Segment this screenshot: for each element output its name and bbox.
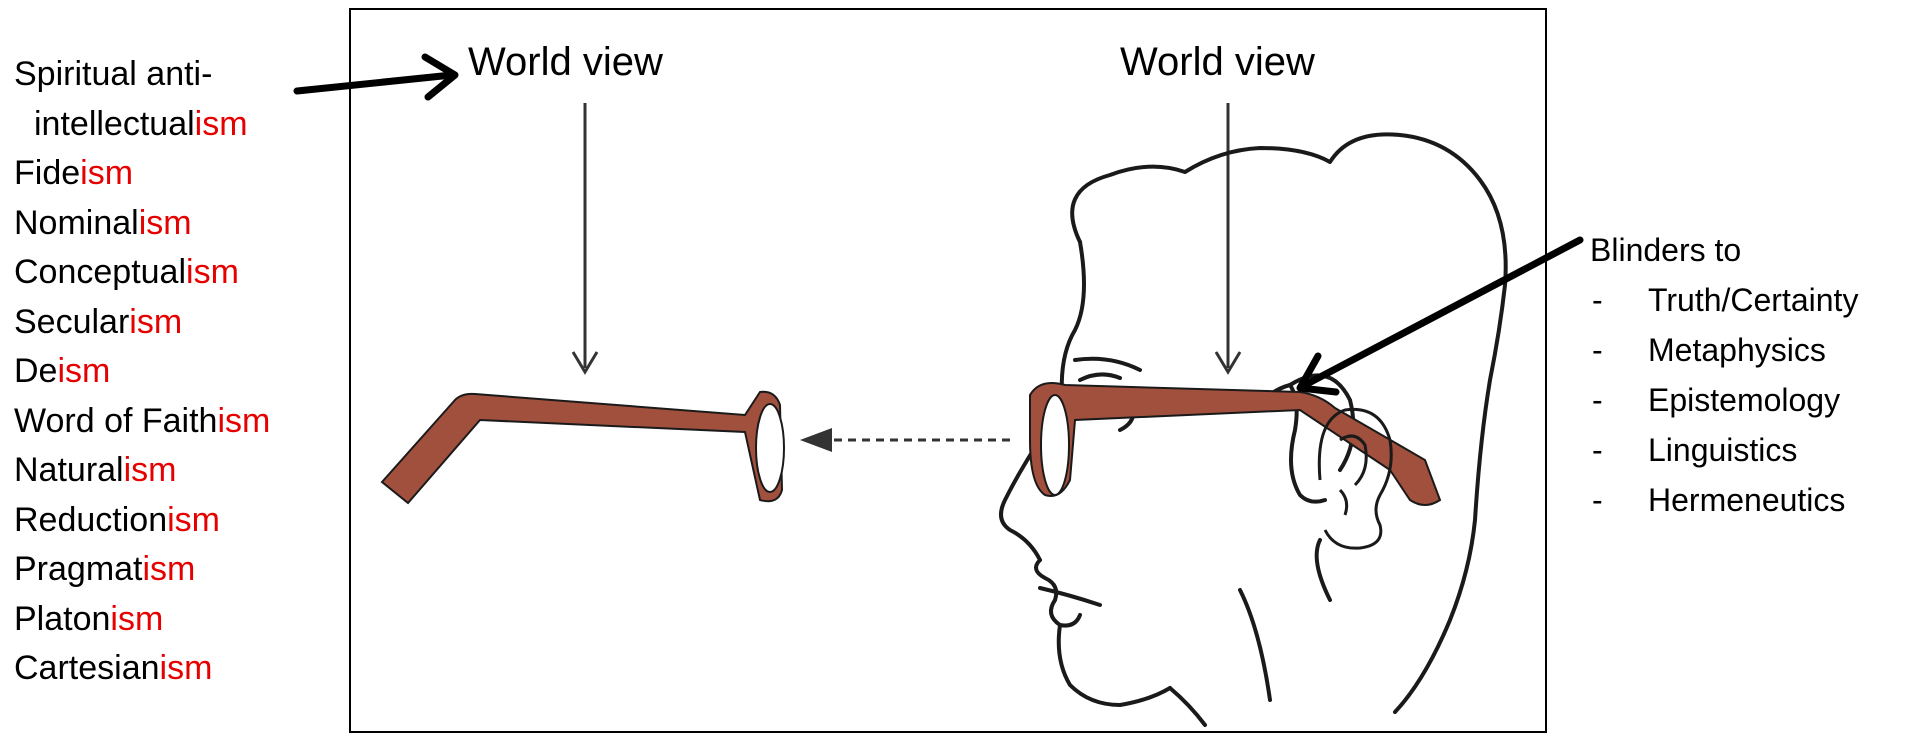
list-item: Fideism xyxy=(14,149,324,199)
list-item: -Metaphysics xyxy=(1590,325,1858,375)
pointer-arrow-to-glasses xyxy=(1300,240,1580,392)
list-item: -Truth/Certainty xyxy=(1590,275,1858,325)
blinders-list: Blinders to -Truth/Certainty -Metaphysic… xyxy=(1590,225,1858,525)
list-item: Deism xyxy=(14,347,324,397)
glasses-worn xyxy=(1030,383,1440,505)
list-item: Nominalism xyxy=(14,199,324,249)
list-item: -Linguistics xyxy=(1590,425,1858,475)
worldview-left-down-arrow xyxy=(573,103,597,372)
list-item: Naturalism xyxy=(14,446,324,496)
list-item: Platonism xyxy=(14,595,324,645)
worldview-right-down-arrow xyxy=(1216,103,1240,372)
worldview-label-left: World view xyxy=(468,42,663,82)
glasses-removed xyxy=(382,392,784,503)
list-item: Conceptualism xyxy=(14,248,324,298)
list-item: Word of Faithism xyxy=(14,397,324,447)
list-item: Spiritual anti- xyxy=(14,50,324,100)
head-profile-outline xyxy=(1001,134,1506,725)
dashed-arrow-glasses-removed xyxy=(800,428,1010,452)
list-item: Cartesianism xyxy=(14,644,324,694)
blinders-heading: Blinders to xyxy=(1590,225,1858,275)
list-item: Reductionism xyxy=(14,496,324,546)
list-item: -Hermeneutics xyxy=(1590,475,1858,525)
worldview-label-right: World view xyxy=(1120,42,1315,82)
isms-list: Spiritual anti- intellectualism Fideism … xyxy=(14,50,324,694)
list-item: Secularism xyxy=(14,298,324,348)
list-item: Pragmatism xyxy=(14,545,324,595)
list-item: -Epistemology xyxy=(1590,375,1858,425)
list-item: intellectualism xyxy=(14,100,324,150)
